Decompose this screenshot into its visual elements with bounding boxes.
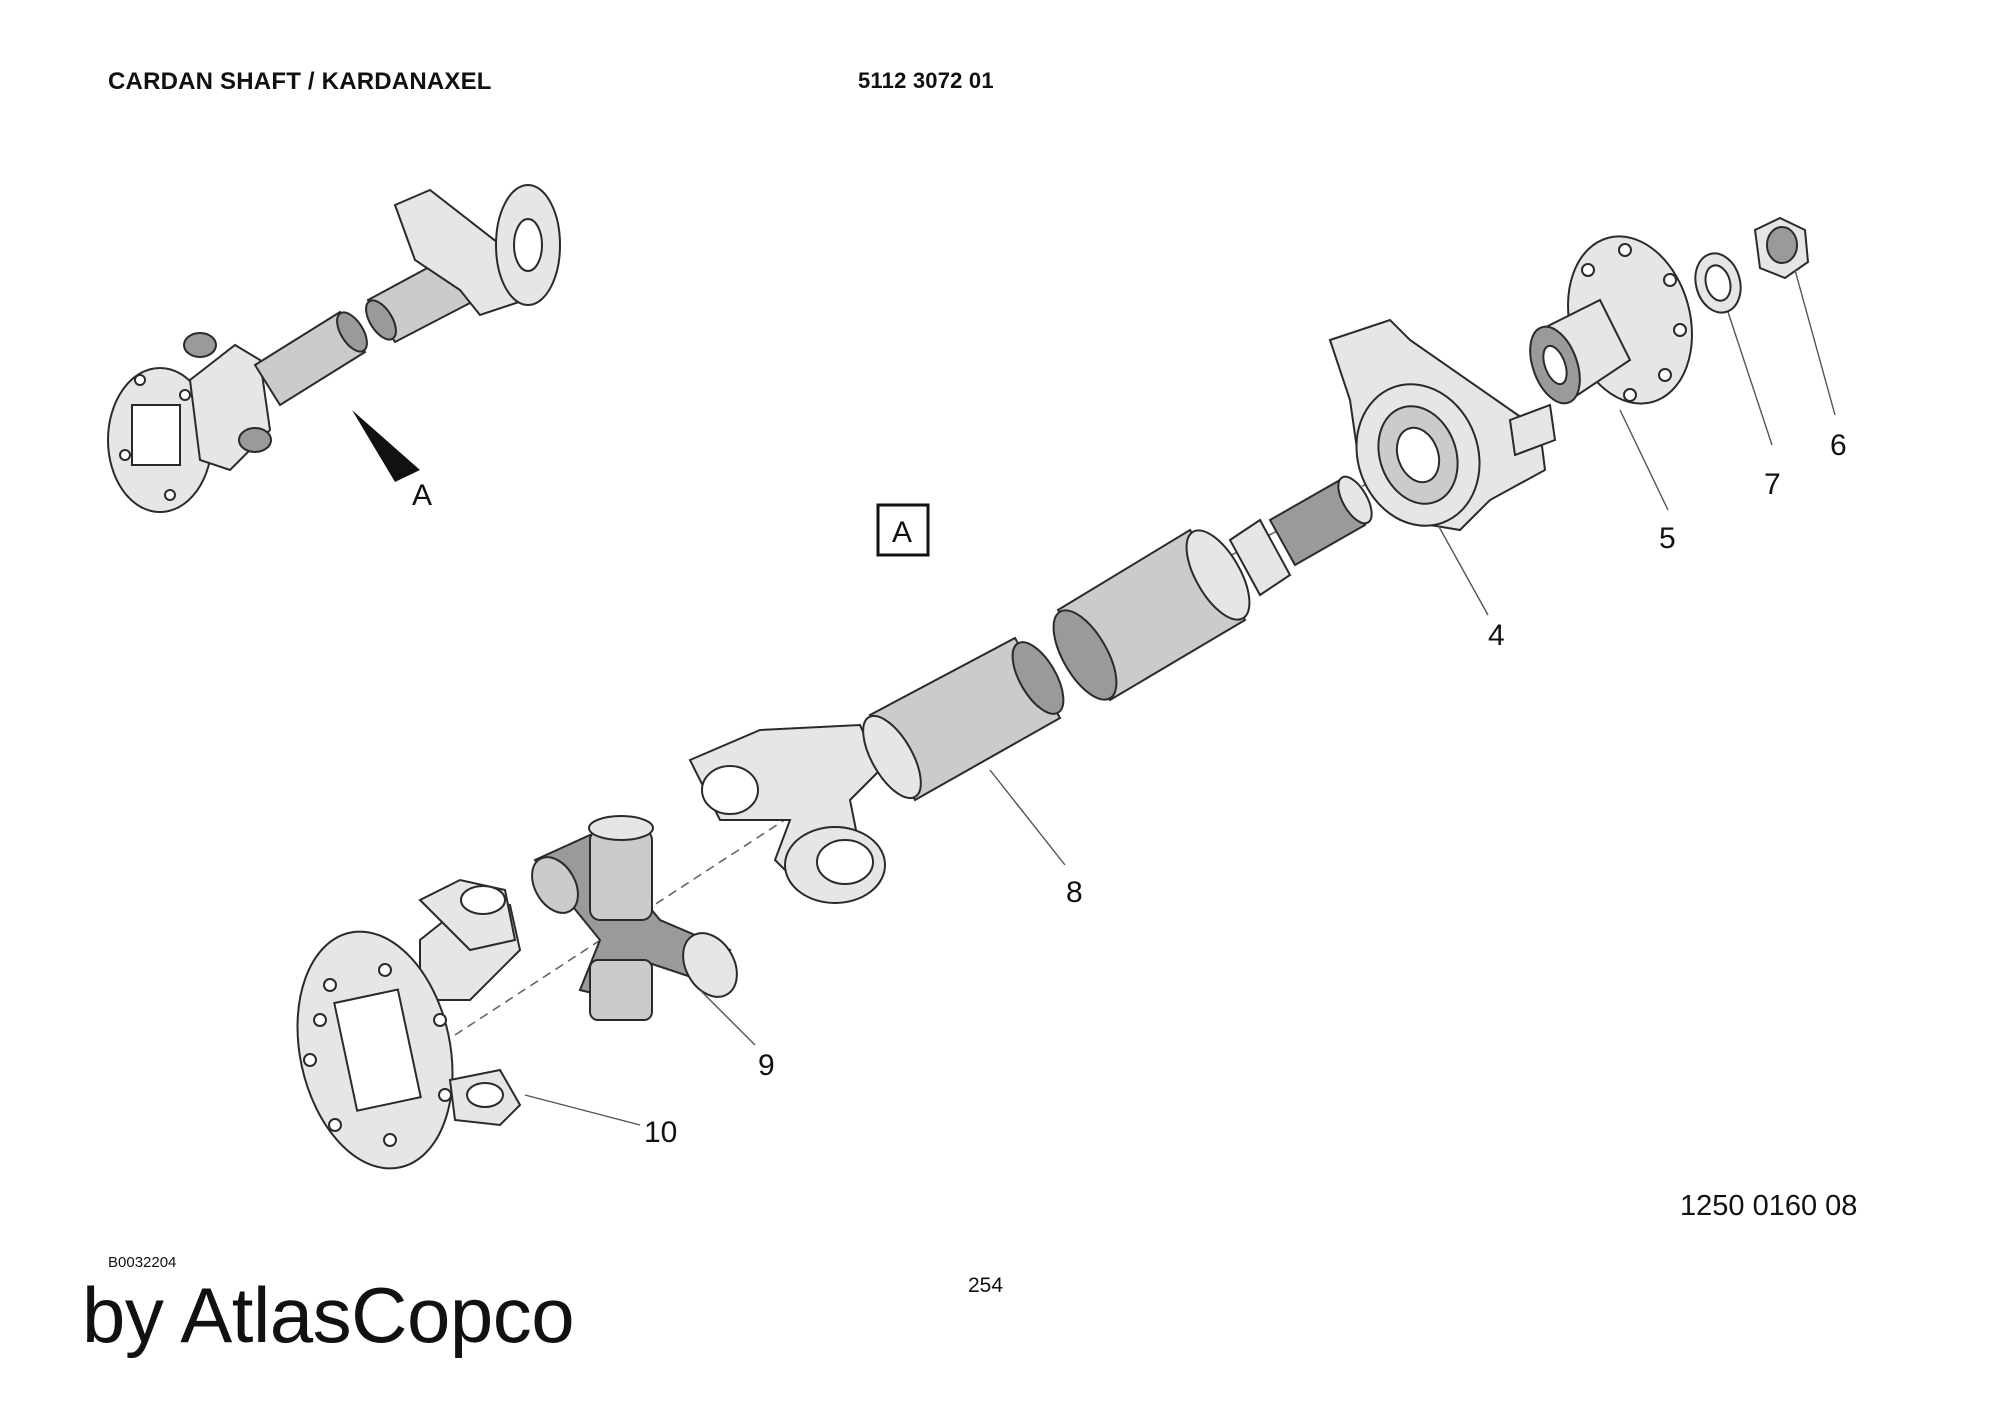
leader-7 — [1727, 311, 1773, 446]
leader-5 — [1619, 409, 1669, 511]
overview-flange-recess — [131, 404, 181, 466]
part-4-center-bearing — [1328, 318, 1557, 532]
leader-10 — [524, 1094, 641, 1126]
overview-shaft-left — [253, 310, 367, 407]
part-6-nut — [1753, 216, 1810, 280]
overview-assembly: A — [107, 184, 561, 513]
part-5-companion-flange — [1529, 235, 1693, 405]
image-id: B0032204 — [108, 1254, 177, 1271]
leader-4 — [1437, 524, 1489, 616]
leader-9 — [699, 989, 756, 1046]
callout-6: 6 — [1830, 429, 1847, 462]
detail-box-a-label: A — [892, 516, 912, 549]
leader-6 — [1794, 269, 1836, 416]
part-number: 5112 3072 01 — [858, 68, 994, 93]
callout-8: 8 — [1066, 876, 1083, 909]
brand-watermark: by AtlasCopco — [82, 1271, 575, 1359]
part-splined-shaft — [1052, 475, 1373, 702]
leader-8 — [989, 769, 1066, 866]
callout-5: 5 — [1659, 522, 1676, 555]
view-marker-a: A — [412, 479, 432, 512]
part-7-washer — [1694, 252, 1742, 314]
callout-9: 9 — [758, 1049, 775, 1082]
part-8-slip-yoke-shaft — [688, 636, 1065, 904]
callout-10: 10 — [644, 1116, 677, 1149]
drawing-number: 1250 0160 08 — [1680, 1190, 1858, 1222]
overview-bearing-bracket — [393, 188, 527, 317]
callout-7: 7 — [1764, 468, 1781, 501]
part-10-flange-yoke — [296, 878, 522, 1170]
detail-box-a: A — [876, 503, 930, 557]
part-9-spider-cross — [531, 815, 738, 1021]
page-number: 254 — [968, 1274, 1004, 1297]
page-title: CARDAN SHAFT / KARDANAXEL — [108, 68, 492, 95]
callout-4: 4 — [1488, 619, 1505, 652]
view-arrow-icon — [352, 410, 420, 482]
